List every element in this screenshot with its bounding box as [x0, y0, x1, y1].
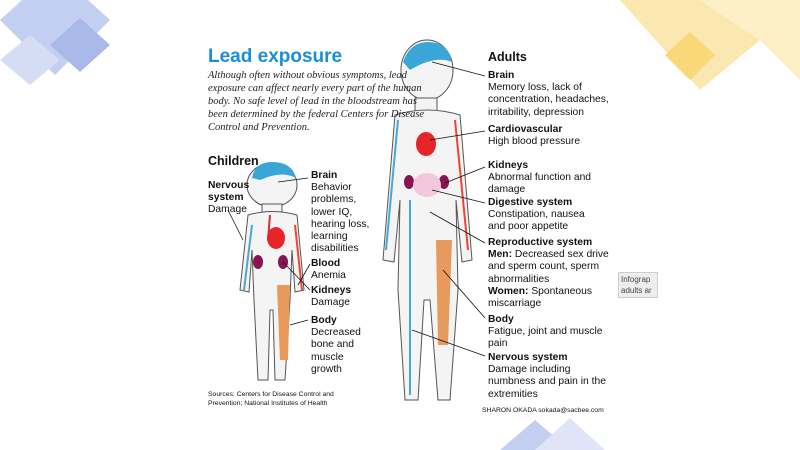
- label-desc: Abnormal function and damage: [488, 172, 592, 196]
- decor-diamonds-top-left: [0, 0, 110, 85]
- decor-diamonds-top-right: [620, 0, 800, 90]
- leader-lines: [227, 61, 486, 357]
- label-title: Kidneys: [488, 160, 529, 171]
- label-title: Body: [311, 315, 337, 326]
- label-title: Nervous system: [208, 180, 250, 204]
- sources-text: Sources: Centers for Disease Control and…: [208, 391, 334, 407]
- tooltip: Infograp adults ar: [618, 272, 658, 298]
- label-desc: Constipation, nausea and poor appetite: [488, 209, 585, 233]
- children-heading: Children: [208, 154, 259, 168]
- label-desc: Anemia: [311, 270, 346, 282]
- label-title: Digestive system: [488, 197, 573, 208]
- men-label: Men:: [488, 249, 513, 261]
- women-label: Women:: [488, 285, 529, 297]
- tooltip-line: Infograp: [621, 275, 651, 284]
- adult-figure: [382, 39, 473, 401]
- credit-text: SHARON OKADA sokada@sacbee.com: [482, 407, 604, 414]
- decor-diamonds-bottom: [500, 418, 605, 450]
- label-desc: High blood pressure: [488, 136, 581, 148]
- label-title: Cardiovascular: [488, 124, 563, 135]
- child-figure: [239, 162, 305, 381]
- infographic-title: Lead exposure: [208, 46, 343, 67]
- label-title: Nervous system: [488, 352, 568, 363]
- label-title: Body: [488, 314, 514, 325]
- label-desc: Damage including numbness and pain in th…: [488, 364, 606, 400]
- label-desc: Fatigue, joint and muscle pain: [488, 326, 603, 350]
- label-title: Kidneys: [311, 285, 352, 296]
- label-title: Blood: [311, 258, 341, 269]
- label-desc: Memory loss, lack of concentration, head…: [488, 82, 609, 118]
- label-desc: Damage: [311, 297, 350, 309]
- label-desc: Behavior problems, lower IQ, hearing los…: [311, 182, 370, 255]
- label-desc: Decreased bone and muscle growth: [311, 327, 361, 375]
- label-desc: Damage: [208, 204, 247, 216]
- label-title: Brain: [311, 170, 338, 181]
- label-title: Brain: [488, 70, 515, 81]
- label-title: Reproductive system: [488, 237, 593, 248]
- women-desc: Spontaneous miscarriage: [488, 285, 593, 310]
- men-desc: Decreased sex drive and sperm count, spe…: [488, 249, 609, 285]
- intro-text: Although often without obvious symptoms,…: [208, 70, 425, 133]
- adults-heading: Adults: [488, 50, 527, 64]
- tooltip-line: adults ar: [621, 286, 652, 295]
